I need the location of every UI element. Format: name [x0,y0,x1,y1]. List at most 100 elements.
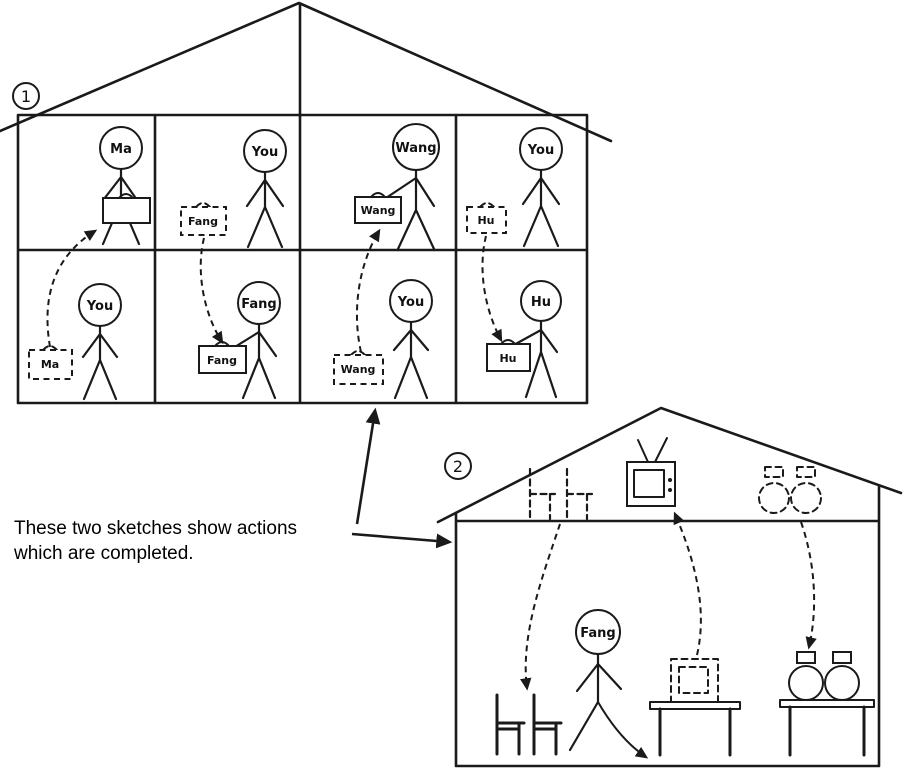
suitcase-label: Ma [41,358,59,371]
tv-knob [668,488,672,492]
attic-tv-set [626,437,676,507]
person-body [81,324,119,401]
suitcase-label: Fang [207,354,237,367]
person-body [568,652,623,752]
attic-dashed-chairs [528,467,594,521]
room-bottom-mid-right: You Wang [333,279,433,400]
suitcase-dashed-ma: Ma [28,345,73,380]
vase-body [758,482,790,514]
floor-chairs [495,693,563,756]
badge-circle [444,452,472,480]
vase-rim [764,466,784,478]
suitcase-handle [479,202,495,208]
suitcase-solid-hu: Hu [486,339,531,372]
tv-knob [668,478,672,482]
suitcase-rect [102,197,151,224]
vase-rim [796,466,816,478]
person-name: You [397,295,424,310]
vase-body [824,665,860,701]
caption-block: These two sketches show actions which ar… [13,407,453,564]
person-name: You [527,143,554,158]
person-body [101,167,141,246]
suitcase-rect [466,206,507,234]
sketch1-number: 1 [21,87,31,106]
suitcase-label: Hu [477,214,494,227]
suitcase-label: Fang [188,215,218,228]
tv-screen [678,666,709,694]
arrow-wang-box-up [356,228,381,353]
vase-rim [832,651,852,664]
room-bottom-right: Hu Hu [486,280,562,399]
suitcase-rect [354,196,402,224]
suitcase-label: Hu [499,352,516,365]
suitcase-solid-fang: Fang [198,341,247,374]
person-body [228,322,278,400]
tv-outer [670,658,719,703]
suitcase-rect [486,343,531,372]
house2-roof [436,406,903,524]
suitcase-handle [195,202,211,208]
sketch-1-house: 1 Ma You Fang Wang [0,1,613,405]
room-top-left: Ma [99,126,151,246]
tv-table [649,658,741,757]
arrow-tv-up [673,511,702,656]
sketch2-number: 2 [453,457,463,476]
room-bottom-left: You Ma [28,283,122,401]
suitcase-rect [198,345,247,374]
arrow-chairs-down [520,523,561,691]
vase-rim [796,651,816,664]
sketch1-number-badge: 1 [12,82,40,110]
arrow-ma-box-up [46,229,98,348]
person-name: You [86,299,113,314]
arrow-vases-down [800,521,817,650]
person-body [510,319,559,399]
person-name: Fang [241,297,276,312]
suitcase-handle [42,345,58,351]
suitcase-label: Wang [361,204,396,217]
suitcase-rect [28,349,73,380]
caption-line-1: These two sketches show actions [14,518,297,539]
room-bottom-mid-left: Fang Fang [198,281,281,400]
suitcase-dashed-fang: Fang [180,202,227,236]
person-body [521,168,561,248]
arrow-hu-box-down [481,235,503,343]
person-name: Ma [110,142,132,157]
table-legs [658,707,732,757]
person-body [392,320,430,400]
sketch-2-house: 2 Fang [436,406,903,768]
attic-dashed-vases [758,466,822,514]
house1-roof [0,1,613,143]
suitcase-handle [118,193,134,199]
person-body [245,170,285,249]
pointer-arrow-to-sketch1 [355,407,381,525]
walking-direction-arrow [597,701,649,759]
suitcase-solid-unlabeled [102,193,151,224]
arrow-fang-box-down [199,237,224,345]
table-top [779,699,875,708]
house2-walls [454,485,881,768]
table-tv-dashed [670,658,719,703]
suitcase-handle [370,192,386,198]
tv-screen [633,469,665,498]
suitcase-dashed-wang: Wang [333,350,384,385]
person-body [381,168,436,251]
suitcase-solid-wang: Wang [354,192,402,224]
suitcase-dashed-hu: Hu [466,202,507,234]
table-legs [788,705,866,757]
vase-body [788,665,824,701]
person-name: Wang [395,141,436,156]
person-name: You [251,145,278,160]
room-top-right: You Hu [466,127,563,248]
suitcase-rect [180,206,227,236]
table-top [649,701,741,710]
suitcase-handle [500,339,516,345]
sketch2-number-badge: 2 [444,452,472,480]
table-vases-solid [788,651,860,701]
room-top-mid-left: You Fang [180,129,287,249]
room-top-mid-right: Wang Wang [354,123,440,251]
suitcase-label: Wang [341,363,376,376]
suitcase-handle [350,350,366,356]
suitcase-rect [333,354,384,385]
